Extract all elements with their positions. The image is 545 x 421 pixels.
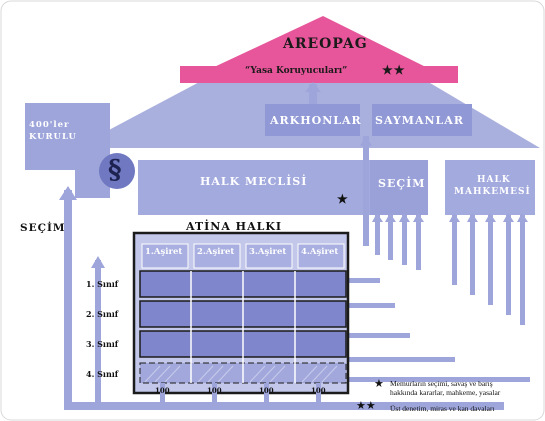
secim-left-label: SEÇİM [20, 222, 66, 234]
secim-box [370, 160, 428, 215]
secim-box-label: SEÇİM [378, 177, 426, 190]
legend-text-1-line2: hakkında kararlar, mahkeme, yasalar [390, 388, 501, 397]
count-4: 100 [311, 386, 326, 395]
bottom-connector [64, 402, 504, 410]
row-connectors [340, 278, 530, 382]
tribe-headers [141, 243, 345, 269]
left-arrow-shaft-2 [95, 260, 101, 410]
arkhonlar-box [265, 104, 360, 136]
legend-text-1: Memurların seçimi, savaş ve barış hakkın… [390, 379, 500, 397]
left-arrow-head [59, 186, 77, 200]
legend-text-2: Üst denetim, miras ve kan davaları [390, 404, 495, 413]
areopag-subtitle: “Yasa Koruyucuları” [245, 66, 348, 76]
council-label-line2: KURULU [29, 132, 77, 142]
arkhonlar-label: ARKHONLAR [270, 114, 362, 127]
count-3: 100 [259, 386, 274, 395]
legend-text-2-line1: Üst denetim, miras ve kan davaları [390, 404, 495, 413]
section-icon: § [108, 155, 123, 185]
legend-item-2: ★★ [356, 400, 376, 412]
up-arrows [360, 136, 528, 325]
legend-double-star-icon: ★★ [356, 400, 376, 412]
class-1-label: 1. Sınıf [86, 279, 119, 289]
section-icon-circle [99, 153, 135, 189]
left-arrow-head-2 [91, 256, 105, 268]
tribe-3-label: 3.Aşiret [249, 247, 287, 257]
fourth-class-hatch [144, 365, 338, 383]
areopag-title: AREOPAG [283, 36, 368, 52]
atina-halki-title: ATİNA HALKI [186, 220, 283, 233]
left-arrow-shaft [64, 190, 72, 410]
class-3-label: 3. Sınıf [86, 339, 119, 349]
halk-mahkemesi-line1: HALK [477, 175, 511, 185]
halk-mahkemesi-box [445, 160, 535, 215]
saymanlar-box [372, 104, 472, 136]
saymanlar-label: SAYMANLAR [375, 114, 464, 127]
arrow-head-areopag [305, 82, 321, 92]
council-label-line1: 400'ler [29, 120, 70, 130]
halk-meclisi-star: ★ [337, 192, 348, 206]
halk-meclisi-label: HALK MECLİSİ [200, 175, 308, 188]
class-4-label: 4. Sınıf [86, 369, 119, 379]
tribe-2-label: 2.Aşiret [197, 247, 235, 257]
areopag-stars: ★★ [382, 63, 406, 77]
legend-item-1: ★ [374, 378, 384, 390]
count-arrows [160, 383, 321, 405]
arrow-shaft-areopag [309, 84, 317, 104]
class-2-label: 2. Sınıf [86, 309, 119, 319]
count-1: 100 [155, 386, 170, 395]
legend-star-icon: ★ [374, 378, 384, 390]
column-dividers [190, 271, 296, 383]
halk-mahkemesi-line2: MAHKEMESİ [454, 187, 531, 197]
legend-text-1-line1: Memurların seçimi, savaş ve barış [390, 379, 493, 388]
count-2: 100 [207, 386, 222, 395]
tribe-1-label: 1.Aşiret [145, 247, 183, 257]
areopag-band [180, 66, 458, 83]
tribe-4-label: 4.Aşiret [301, 247, 339, 257]
